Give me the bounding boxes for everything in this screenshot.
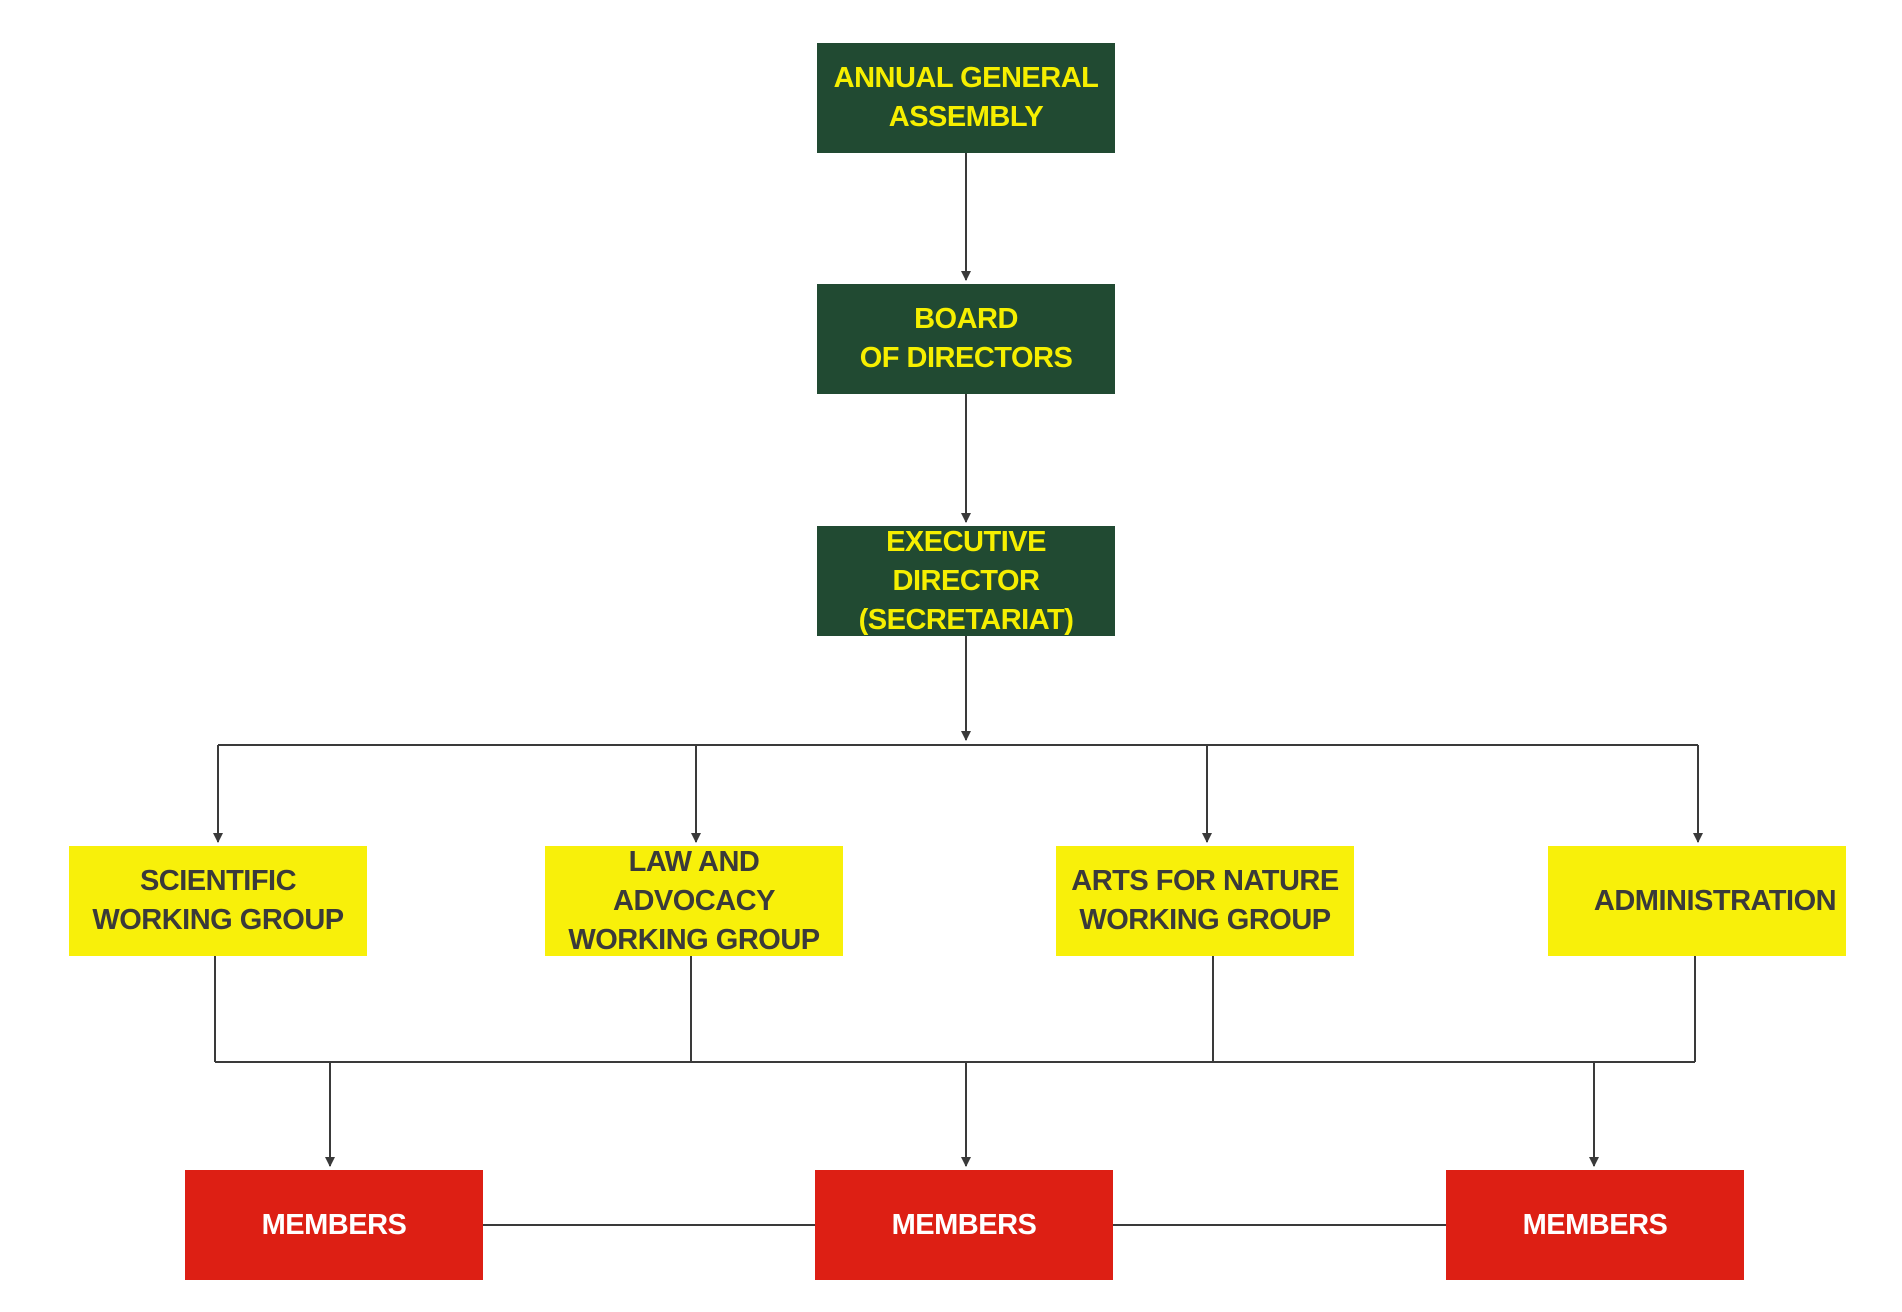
- node-label-line2: WORKING GROUP: [1079, 904, 1331, 936]
- node-label-line2: WORKING GROUP: [568, 923, 820, 956]
- node-members-right: MEMBERS: [1446, 1170, 1744, 1280]
- node-label-line1: EXECUTIVE DIRECTOR: [886, 525, 1046, 597]
- node-label: MEMBERS: [261, 1208, 407, 1241]
- node-annual-general-assembly: ANNUAL GENERAL ASSEMBLY: [817, 43, 1115, 153]
- node-administration: ADMINISTRATION: [1548, 846, 1846, 956]
- node-label-line2: (SECRETARIAT): [858, 603, 1074, 636]
- node-board-of-directors: BOARD OF DIRECTORS: [817, 284, 1115, 394]
- node-label-line1: ANNUAL GENERAL: [833, 62, 1099, 94]
- node-law-and-advocacy-working-group: LAW AND ADVOCACY WORKING GROUP: [545, 846, 843, 956]
- node-label-line1: LAW AND ADVOCACY: [613, 845, 775, 917]
- node-label-line2: WORKING GROUP: [92, 904, 344, 936]
- node-label: MEMBERS: [891, 1208, 1037, 1241]
- node-label: ADMINISTRATION: [1593, 884, 1837, 917]
- node-arts-for-nature-working-group: ARTS FOR NATURE WORKING GROUP: [1056, 846, 1354, 956]
- node-scientific-working-group: SCIENTIFIC WORKING GROUP: [69, 846, 367, 956]
- node-members-center: MEMBERS: [815, 1170, 1113, 1280]
- node-label-line1: BOARD: [914, 303, 1018, 335]
- node-label-line1: SCIENTIFIC: [139, 865, 297, 897]
- node-label-line2: OF DIRECTORS: [859, 342, 1073, 374]
- node-label: MEMBERS: [1522, 1208, 1668, 1241]
- node-label-line1: ARTS FOR NATURE: [1071, 865, 1339, 897]
- node-executive-director: EXECUTIVE DIRECTOR (SECRETARIAT): [817, 526, 1115, 636]
- node-label-line2: ASSEMBLY: [888, 101, 1044, 133]
- node-members-left: MEMBERS: [185, 1170, 483, 1280]
